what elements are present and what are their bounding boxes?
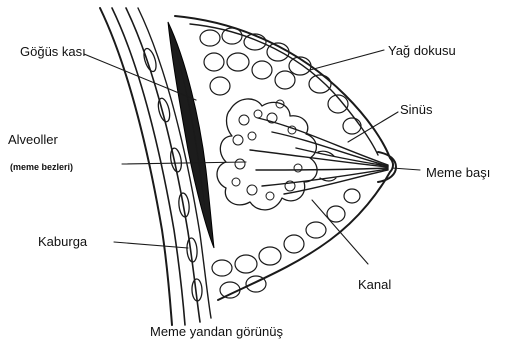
leader-kanal <box>312 200 368 264</box>
label-yag-dokusu: Yağ dokusu <box>388 43 456 58</box>
label-gogus-kasi: Göğüs kası <box>20 44 86 59</box>
leader-lines <box>84 50 420 264</box>
leader-sinus <box>348 112 398 142</box>
glandular-tissue <box>217 99 317 210</box>
label-kanal: Kanal <box>358 277 391 292</box>
label-kaburga: Kaburga <box>38 234 88 249</box>
leader-yag-dokusu <box>310 50 384 70</box>
label-meme-bezleri: (meme bezleri) <box>10 162 73 172</box>
milk-ducts <box>250 118 388 194</box>
labels: Göğüs kası Yağ dokusu Sinüs Alveoller (m… <box>8 43 490 339</box>
label-sinus: Sinüs <box>400 102 433 117</box>
label-alveoller: Alveoller <box>8 132 59 147</box>
caption: Meme yandan görünüş <box>150 324 283 339</box>
label-meme-basi: Meme başı <box>426 165 490 180</box>
leader-alveoller <box>122 162 246 164</box>
